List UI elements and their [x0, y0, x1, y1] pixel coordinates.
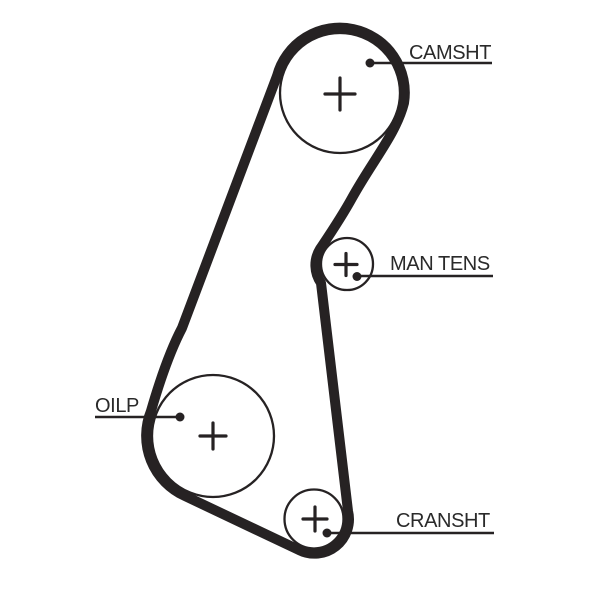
oil-pump-pulley [150, 373, 276, 499]
camshaft-leader-dot [365, 58, 375, 68]
crankshaft-pulley [283, 488, 345, 550]
oil-pump-crosshair-icon [198, 421, 228, 451]
crankshaft-leader-dot [322, 528, 332, 538]
leader-lines-group [95, 61, 494, 535]
belt-and-pulleys-group [141, 22, 410, 559]
camshaft-label: CAMSHT [409, 42, 491, 64]
oil-pump-label: OILP [95, 395, 139, 417]
oil-pump-leader-dot [175, 412, 185, 422]
labels-group: CAMSHT MAN TENS OILP CRANSHT [95, 42, 492, 532]
camshaft-crosshair-icon [323, 76, 357, 112]
tensioner-crosshair-icon [333, 251, 359, 278]
leader-dots-group [175, 58, 375, 538]
crankshaft-label: CRANSHT [396, 510, 490, 532]
tensioner-leader-dot [352, 272, 362, 281]
timing-belt [141, 22, 410, 559]
camshaft-pulley [278, 31, 402, 155]
tensioner-label: MAN TENS [390, 253, 490, 275]
tensioner-pulley [319, 236, 375, 292]
crankshaft-crosshair-icon [301, 505, 329, 533]
